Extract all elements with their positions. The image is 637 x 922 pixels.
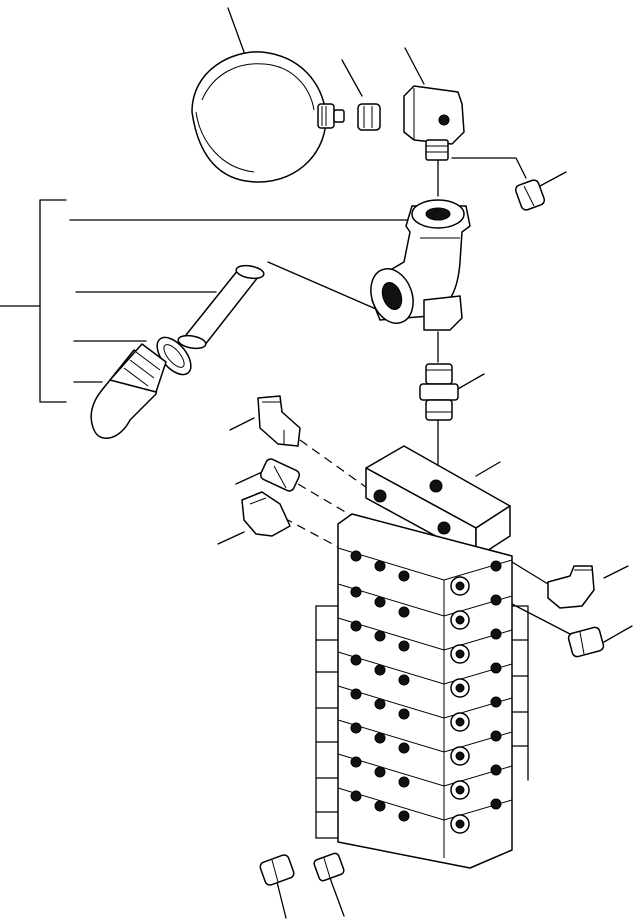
nipple-connector: [419, 363, 459, 421]
connector-bottom-left: [259, 854, 295, 886]
connector-left: [259, 458, 301, 492]
plug-cap: [90, 343, 167, 440]
port-holes: [350, 550, 410, 822]
elbow-fitting-cast: [370, 199, 471, 331]
valve-section: [337, 547, 513, 858]
connector-right: [567, 626, 605, 658]
elbow-left-upper: [257, 395, 301, 447]
elbow-connector-top: [403, 85, 465, 161]
distribution-block: [365, 445, 511, 559]
right-ports: [490, 560, 502, 810]
elbow-right: [547, 565, 595, 609]
connector-bottom-right: [313, 852, 345, 882]
elbow-left-lower: [241, 491, 291, 537]
plug-small-top: [514, 179, 546, 211]
gauge-adapter: [357, 103, 381, 131]
pin: [177, 264, 265, 350]
pressure-gauge: [191, 51, 345, 183]
indicator-pins: [450, 576, 470, 834]
stacked-valve-sections: [337, 513, 513, 869]
assembly-dashes: [283, 439, 371, 549]
